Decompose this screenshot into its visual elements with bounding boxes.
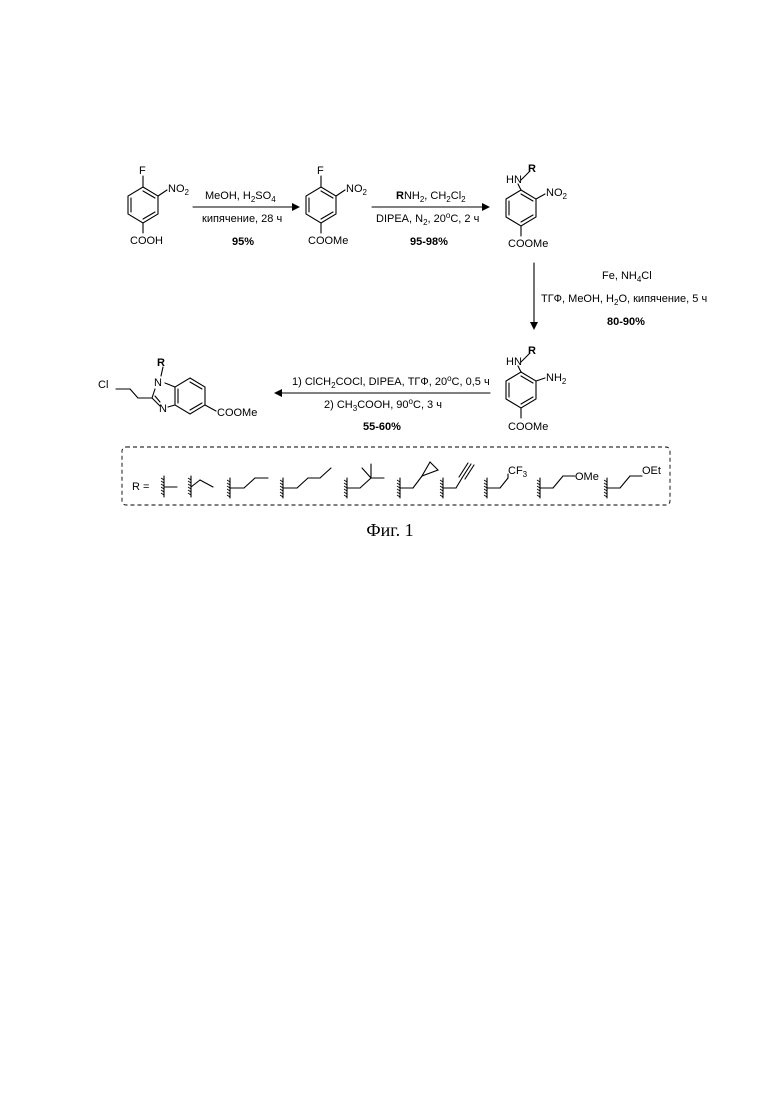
methyl-ester-label: COOMe <box>217 407 257 419</box>
r-group-ethoxyethyl: OEt <box>607 465 661 498</box>
r-group-butyl <box>283 468 331 498</box>
amine-label: HN <box>506 174 522 186</box>
r-group-ethyl <box>191 476 213 497</box>
step-1-reagents: MeOH, H2SO4 <box>205 190 276 204</box>
compound-4-structure: HN R NH2 COOMe <box>506 345 567 433</box>
step-4-reagents: 1) ClCH2COCl, DIPEA, ТГФ, 20oC, 0,5 ч <box>292 374 490 390</box>
r-group-neopentyl <box>347 464 384 498</box>
chloro-label: Cl <box>98 379 108 391</box>
figure-caption: Фиг. 1 <box>0 520 780 541</box>
amino-label: NH2 <box>546 372 567 386</box>
step-3: Fe, NH4Cl ТГФ, MeOH, H2O, кипячение, 5 ч… <box>530 263 707 330</box>
r-group-methoxyethyl: OMe <box>540 471 599 498</box>
step-2-reagents: RNH2, CH2Cl2 <box>396 190 466 204</box>
step-1-conditions: кипячение, 28 ч <box>202 213 282 225</box>
methoxy-label: OMe <box>575 471 599 483</box>
r-group-methyl <box>164 476 177 497</box>
step-4-conditions: 2) CH3COOH, 90oC, 3 ч <box>324 397 442 413</box>
nitro-label: NO2 <box>168 183 190 197</box>
compound-1-structure: F NO2 COOH <box>128 165 190 247</box>
step-1: MeOH, H2SO4 кипячение, 28 ч 95% <box>193 190 300 248</box>
r-equals-label: R = <box>132 481 149 493</box>
ethoxy-label: OEt <box>642 465 661 477</box>
nitro-label: NO2 <box>546 187 568 201</box>
carboxylic-acid-label: COOH <box>130 235 163 247</box>
ring-nitrogen-3: N <box>159 403 167 415</box>
r-group-propargyl <box>443 463 474 498</box>
step-2: RNH2, CH2Cl2 DIPEA, N2, 20oC, 2 ч 95-98% <box>372 190 490 248</box>
r-group-propyl <box>230 478 268 498</box>
trifluoromethyl-label: CF3 <box>508 465 528 479</box>
step-4: 1) ClCH2COCl, DIPEA, ТГФ, 20oC, 0,5 ч 2)… <box>274 374 490 433</box>
compound-2-structure: F NO2 COOMe <box>306 165 368 247</box>
methyl-ester-label: COOMe <box>508 238 548 250</box>
step-4-yield: 55-60% <box>363 421 401 433</box>
methyl-ester-label: COOMe <box>508 421 548 433</box>
step-2-conditions: DIPEA, N2, 20oC, 2 ч <box>376 211 479 227</box>
r-substituent-label: R <box>528 345 536 357</box>
amine-label: HN <box>506 356 522 368</box>
step-2-yield: 95-98% <box>410 236 448 248</box>
r-substituent-label: R <box>157 357 165 369</box>
r-group-cyclopropylmethyl <box>400 462 438 498</box>
step-3-conditions: ТГФ, MeOH, H2O, кипячение, 5 ч <box>541 293 707 307</box>
nitro-label: NO2 <box>346 183 368 197</box>
step-1-yield: 95% <box>232 236 254 248</box>
r-substituent-label: R <box>528 163 536 175</box>
compound-5-structure: Cl R N N COOMe <box>98 357 257 419</box>
methyl-ester-label: COOMe <box>308 235 348 247</box>
ring-nitrogen-1: N <box>154 377 162 389</box>
step-3-reagents: Fe, NH4Cl <box>602 270 652 284</box>
fluorine-label: F <box>317 165 324 177</box>
r-group-trifluoropropyl: CF3 <box>487 465 528 498</box>
step-3-yield: 80-90% <box>607 316 645 328</box>
fluorine-label: F <box>139 165 146 177</box>
compound-3-structure: HN R NO2 COOMe <box>506 163 568 250</box>
r-group-legend: R = <box>122 447 670 505</box>
